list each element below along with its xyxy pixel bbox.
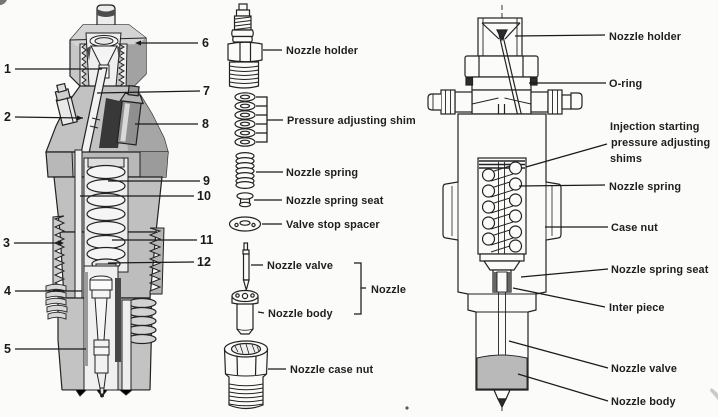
right-section-drawing: [427, 5, 583, 412]
exploded-view-labels: Nozzle holder Pressure adjusting shim No…: [251, 45, 416, 376]
left-callouts: 1 2 3 4 5 6 7 8 9 10 11 12: [3, 36, 213, 356]
part-nozzle-holder: [227, 3, 263, 89]
label-right-nozzle-body: Nozzle body: [611, 396, 676, 408]
label-mid-nozzle-group: Nozzle: [371, 284, 406, 296]
part-pressure-adjusting-shims: [234, 92, 256, 147]
label-right-nozzle-holder: Nozzle holder: [609, 31, 682, 43]
callout-5: 5: [4, 342, 11, 356]
right-section-labels: Nozzle holder O-ring Injection starting …: [508, 31, 710, 408]
label-right-o-ring: O-ring: [609, 78, 642, 90]
label-mid-pressure-adjusting-shim: Pressure adjusting shim: [287, 115, 416, 127]
part-nozzle-spring-seat: [236, 192, 254, 208]
label-right-nozzle-spring: Nozzle spring: [609, 181, 681, 193]
right-left-fitting: [427, 89, 473, 115]
callout-9: 9: [203, 174, 210, 188]
exploded-view-drawing: [223, 3, 283, 410]
label-mid-nozzle-case-nut: Nozzle case nut: [290, 364, 373, 376]
right-right-fitting: [530, 89, 583, 115]
label-right-nozzle-valve: Nozzle valve: [611, 363, 677, 375]
label-mid-nozzle-spring: Nozzle spring: [286, 167, 358, 179]
label-mid-nozzle-spring-seat: Nozzle spring seat: [286, 195, 384, 207]
part-nozzle-case-nut: [223, 340, 269, 410]
right-spring-seat: [479, 253, 525, 271]
callout-7: 7: [203, 84, 210, 98]
callout-11: 11: [200, 233, 213, 247]
scan-speck-right: [710, 388, 718, 400]
label-right-case-nut: Case nut: [611, 222, 658, 234]
callout-12: 12: [197, 255, 211, 269]
callout-2: 2: [4, 110, 11, 124]
callout-6: 6: [202, 36, 209, 50]
scan-speck: [405, 406, 409, 410]
left-ribs: [45, 283, 68, 320]
left-needle: [89, 275, 113, 389]
label-mid-nozzle-holder: Nozzle holder: [286, 45, 359, 57]
scan-smudge: [0, 0, 7, 5]
callout-1: 1: [4, 62, 11, 76]
right-inter-piece: [492, 269, 512, 293]
label-right-nozzle-spring-seat: Nozzle spring seat: [611, 264, 709, 276]
callout-8: 8: [202, 117, 209, 131]
part-valve-stop-spacer: [228, 216, 262, 232]
label-mid-valve-stop-spacer: Valve stop spacer: [286, 219, 380, 231]
part-nozzle-body: [231, 289, 259, 335]
label-mid-nozzle-valve: Nozzle valve: [267, 260, 333, 272]
label-right-shims-line1: Injection starting: [610, 121, 700, 133]
label-right-shims-line2: pressure adjusting: [611, 137, 710, 149]
label-right-inter-piece: Inter piece: [609, 302, 665, 314]
right-bellows: [127, 297, 157, 345]
label-mid-nozzle-body: Nozzle body: [268, 308, 333, 320]
part-nozzle-valve: [242, 242, 250, 293]
nozzle-group-bracket: [354, 262, 366, 315]
label-right-shims-line3: shims: [610, 153, 642, 165]
callout-10: 10: [197, 189, 211, 203]
shims-bracket: [256, 96, 283, 143]
callout-3: 3: [3, 236, 10, 250]
callout-4: 4: [4, 284, 11, 298]
right-spring: [481, 161, 523, 253]
left-cutaway-drawing: [45, 4, 169, 414]
part-nozzle-spring: [235, 152, 255, 190]
left-spring: [86, 164, 126, 262]
